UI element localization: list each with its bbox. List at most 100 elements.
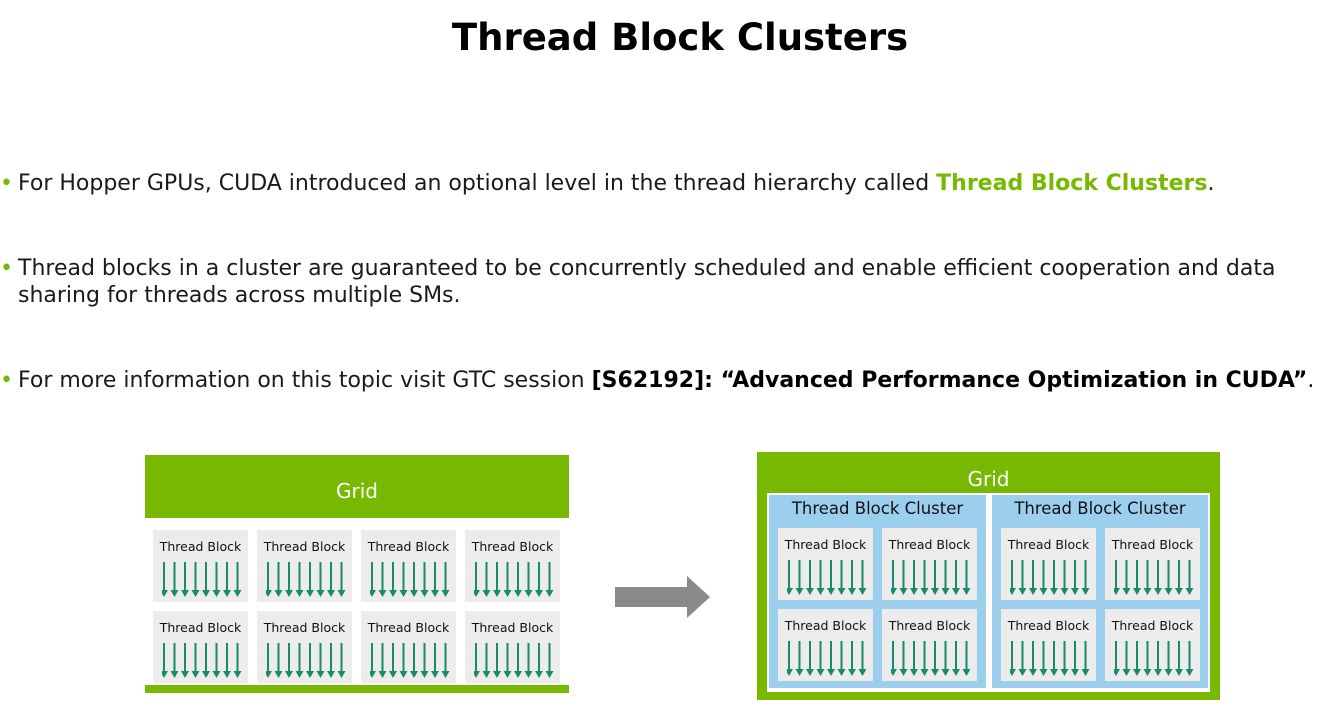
down-arrow-head (399, 671, 408, 678)
down-arrow-head (482, 671, 491, 678)
down-arrow-head (162, 671, 168, 678)
down-arrow-head (274, 671, 283, 678)
down-arrow-head (202, 590, 210, 597)
down-arrow-head (1081, 588, 1090, 595)
down-arrow-head (1175, 669, 1183, 676)
down-arrow-head (1081, 669, 1090, 676)
down-arrow-head (535, 590, 543, 597)
down-arrow-head (431, 671, 439, 678)
down-arrow-head (545, 671, 554, 678)
down-arrow-head (962, 588, 971, 595)
thread-arrows-icon (474, 643, 554, 678)
down-arrow-head (212, 590, 221, 597)
down-arrow-head (306, 671, 314, 678)
thread-block-label: Thread Block (263, 620, 346, 635)
down-arrow-head (1122, 588, 1131, 595)
thread-block-label: Thread Block (888, 537, 971, 552)
thread-arrows-icon (891, 641, 971, 676)
down-arrow-head (545, 590, 554, 597)
down-arrow-head (806, 669, 814, 676)
down-arrow-head (827, 588, 835, 595)
thread-arrows-icon (891, 560, 971, 595)
down-arrow-head (233, 671, 242, 678)
bullet-2-text: Thread blocks in a cluster are guarantee… (18, 256, 1276, 308)
down-arrow-head (1018, 588, 1027, 595)
thread-block-label: Thread Block (263, 539, 346, 554)
down-arrow-head (266, 671, 272, 678)
down-arrow-head (514, 590, 522, 597)
thread-block: Thread Block (882, 609, 977, 681)
thread-block: Thread Block (1001, 528, 1096, 600)
down-arrow-head (1060, 588, 1069, 595)
down-arrow-head (952, 669, 960, 676)
thread-block: Thread Block (1105, 609, 1200, 681)
down-arrow-head (941, 588, 950, 595)
down-arrow-head (524, 590, 533, 597)
down-arrow-head (795, 588, 804, 595)
down-arrow-head (848, 588, 856, 595)
down-arrow-head (181, 671, 189, 678)
down-arrow-head (920, 588, 929, 595)
bullet-item-1: • For Hopper GPUs, CUDA introduced an op… (0, 170, 1320, 197)
down-arrow-head (223, 671, 231, 678)
down-arrow-head (1060, 669, 1069, 676)
down-arrow-head (837, 588, 846, 595)
thread-block: Thread Block (465, 530, 560, 602)
bullet-marker: • (0, 368, 13, 393)
thread-block-label: Thread Block (1111, 537, 1194, 552)
down-arrow-head (1039, 669, 1048, 676)
thread-block: Thread Block (882, 528, 977, 600)
thread-arrows-icon (787, 641, 867, 676)
down-arrow-head (1071, 588, 1079, 595)
thread-block: Thread Block (153, 530, 248, 602)
down-arrow-head (191, 671, 200, 678)
down-arrow-head (493, 671, 501, 678)
down-arrow-head (191, 590, 200, 597)
right-grid: Grid Thread Block Cluster Thread Block C… (757, 452, 1220, 700)
left-grid-label: Grid (336, 479, 378, 503)
down-arrow-head (410, 590, 418, 597)
bullet-marker: • (0, 256, 13, 281)
down-arrow-head (285, 590, 293, 597)
down-arrow-head (295, 590, 304, 597)
thread-arrows-icon (787, 560, 867, 595)
down-arrow-head (1010, 588, 1016, 595)
down-arrow-head (816, 669, 825, 676)
down-arrow-head (858, 588, 867, 595)
down-arrow-head (162, 590, 168, 597)
thread-block: Thread Block (153, 611, 248, 683)
thread-block-label: Thread Block (1007, 537, 1090, 552)
thread-block-label: Thread Block (367, 539, 450, 554)
thread-block-label: Thread Block (784, 618, 867, 633)
bullet-1-highlight: Thread Block Clusters (936, 171, 1208, 196)
right-arrow-icon (615, 576, 710, 618)
right-grid-label: Grid (967, 467, 1010, 491)
down-arrow-head (420, 671, 429, 678)
down-arrow-head (316, 671, 325, 678)
down-arrow-head (233, 590, 242, 597)
down-arrow-head (1143, 669, 1152, 676)
thread-block: Thread Block (257, 611, 352, 683)
thread-block: Thread Block (257, 530, 352, 602)
down-arrow-head (503, 671, 512, 678)
thread-arrows-icon (474, 562, 554, 597)
down-arrow-head (910, 588, 918, 595)
down-arrow-head (266, 590, 272, 597)
bullet-3-suffix: . (1307, 368, 1315, 393)
down-arrow-head (827, 669, 835, 676)
down-arrow-head (787, 588, 793, 595)
down-arrow-head (1050, 669, 1058, 676)
down-arrow-head (899, 669, 908, 676)
thread-arrows-icon (162, 643, 242, 678)
down-arrow-head (1029, 669, 1037, 676)
down-arrow-head (1154, 669, 1162, 676)
down-arrow-head (170, 590, 179, 597)
thread-block: Thread Block (778, 609, 873, 681)
down-arrow-head (441, 671, 450, 678)
down-arrow-head (493, 590, 501, 597)
thread-block: Thread Block (1001, 609, 1096, 681)
down-arrow-head (952, 588, 960, 595)
down-arrow-head (274, 590, 283, 597)
bullet-1-suffix: . (1207, 171, 1215, 196)
down-arrow-head (858, 669, 867, 676)
